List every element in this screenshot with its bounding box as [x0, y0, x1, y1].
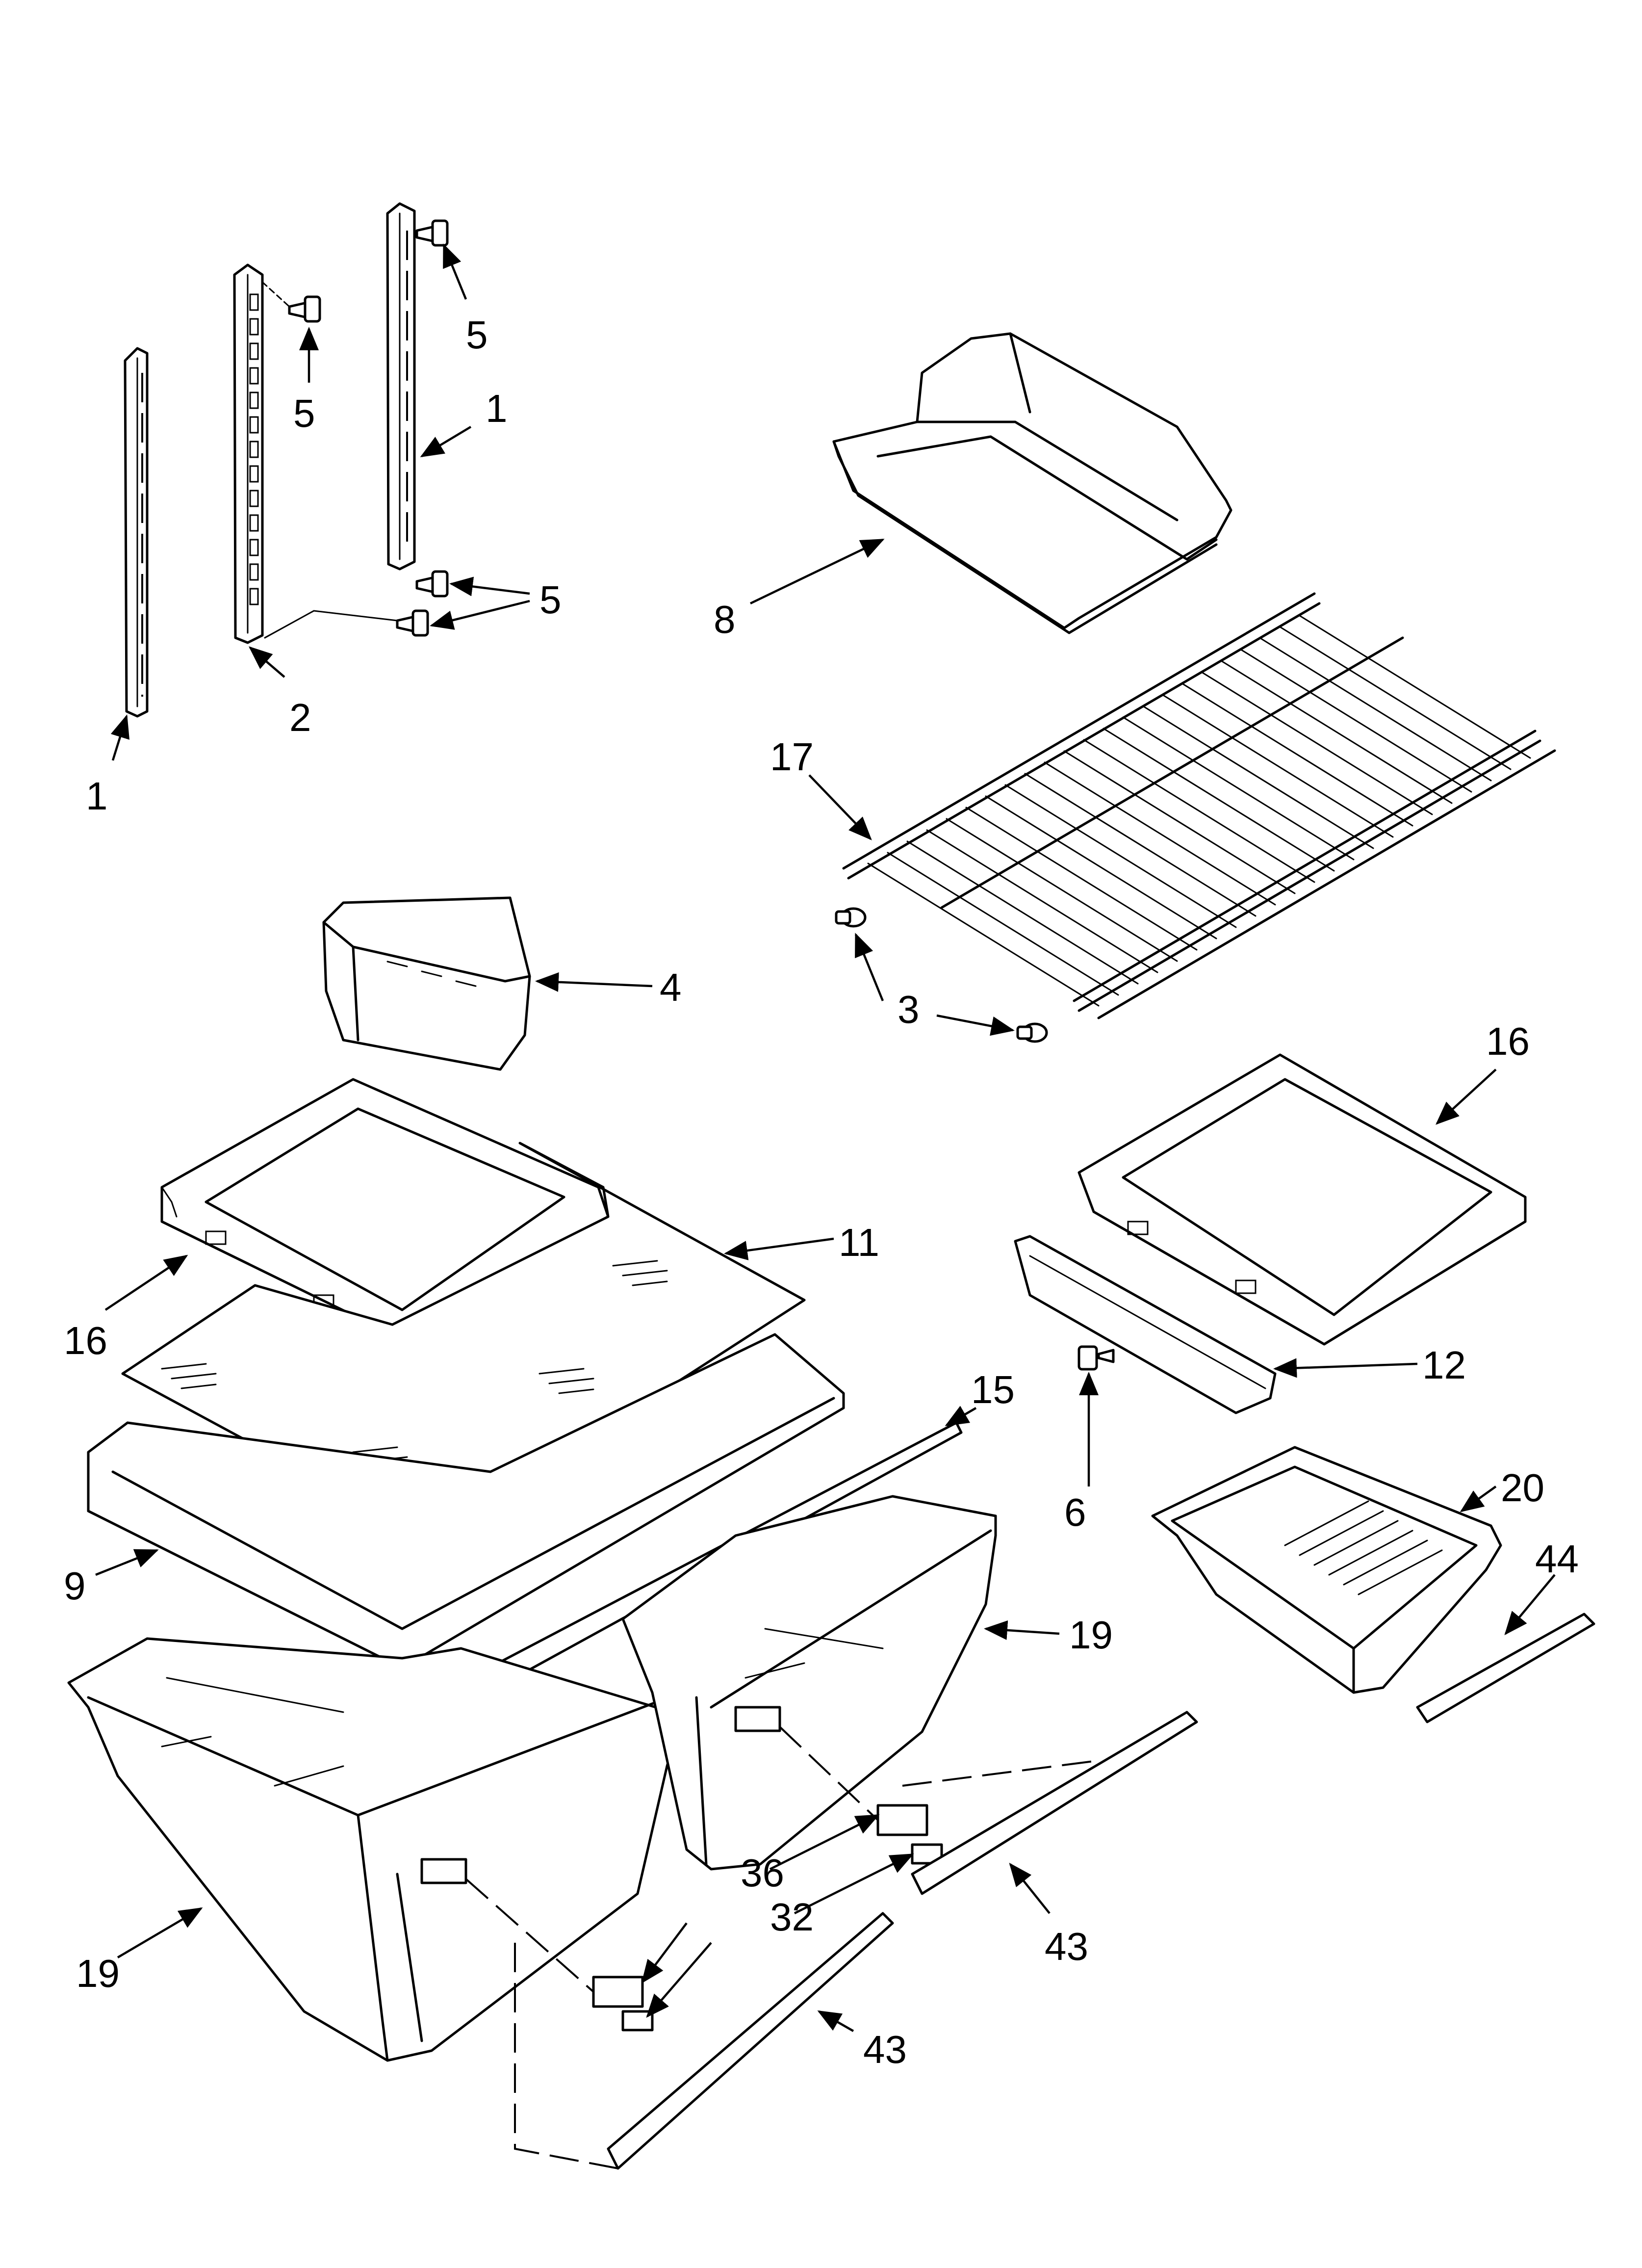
callout-1: 1: [486, 387, 508, 430]
callout-11: 11: [839, 1221, 879, 1264]
shelf-support-pins: [835, 907, 1048, 1043]
drawer-trim-strips: [607, 1613, 1595, 2170]
callout-36: 36: [741, 1851, 784, 1895]
callout-2: 2: [289, 696, 311, 739]
shelf-bracket: [1014, 1235, 1277, 1414]
callout-43: 43: [1045, 1925, 1088, 1968]
callout-16: 16: [64, 1319, 107, 1362]
callout-17: 17: [770, 735, 814, 779]
callout-5: 5: [293, 391, 315, 435]
callout-4: 4: [660, 965, 682, 1009]
callout-6: 6: [1064, 1490, 1086, 1534]
callout-5: 5: [466, 313, 488, 357]
drawer-slide-brackets: [465, 1726, 1094, 2169]
standard-screws: [261, 219, 449, 639]
door-dairy-bin: [322, 896, 531, 1071]
crisper-drawer-right: [621, 1495, 997, 1871]
callout-32: 32: [770, 1895, 814, 1939]
callout-labels: 1 1 2 3 4 5 5 5 6 8 9 11 12 15 16 16 17 …: [64, 313, 1579, 2071]
callout-3: 3: [898, 988, 920, 1031]
shelf-standard-right: [386, 202, 416, 571]
callout-12: 12: [1422, 1343, 1466, 1387]
callout-1: 1: [86, 774, 108, 818]
callout-5: 5: [539, 578, 562, 622]
callout-19: 19: [76, 1952, 120, 1995]
crisper-cover-frame: [87, 1333, 845, 1669]
callout-16: 16: [1486, 1019, 1530, 1063]
shelf-standard-left: [124, 347, 149, 718]
callout-9: 9: [64, 1564, 86, 1608]
callout-19: 19: [1069, 1613, 1113, 1657]
wire-shelf: [842, 592, 1556, 1019]
shelf-standard-center: [233, 263, 264, 644]
callout-44: 44: [1535, 1537, 1579, 1581]
leader-lines: [95, 243, 1556, 2032]
callout-8: 8: [714, 598, 736, 641]
callout-43: 43: [863, 2028, 907, 2071]
glass-shelf-right: [1078, 1053, 1527, 1346]
crisper-drawer-left: [67, 1637, 683, 2062]
callout-15: 15: [971, 1368, 1015, 1411]
crisper-storage-bin: [832, 332, 1232, 634]
callout-20: 20: [1501, 1466, 1544, 1510]
meat-drawer: [1151, 1446, 1502, 1694]
